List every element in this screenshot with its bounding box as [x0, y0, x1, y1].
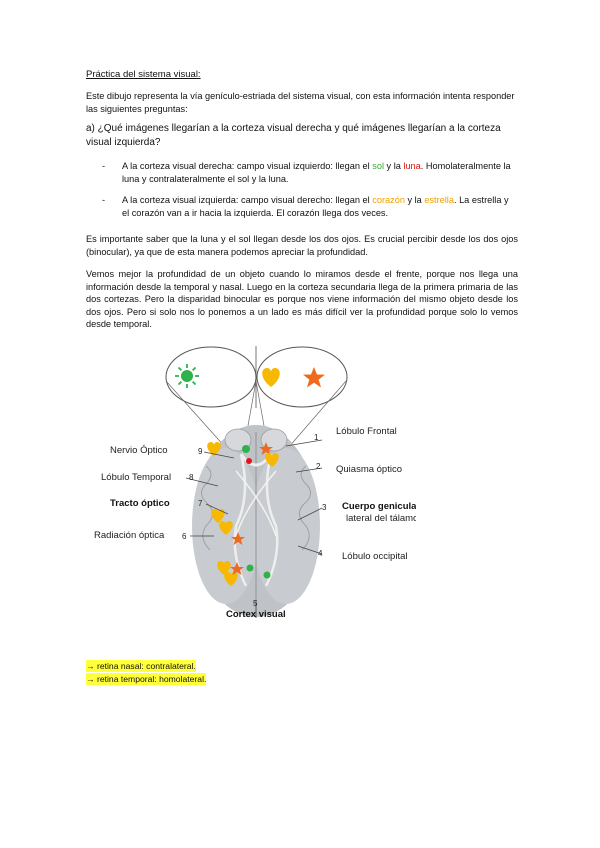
paragraph-depth: Vemos mejor la profundidad de un objeto …: [86, 268, 518, 331]
visual-pathway-figure: Nervio Óptico Lóbulo Temporal Tracto ópt…: [86, 336, 416, 626]
label-cuerpo-geniculado-2: lateral del tálamo: [346, 513, 416, 524]
moon-icon: [232, 368, 242, 388]
paragraph-binocular: Es importante saber que la luna y el sol…: [86, 233, 518, 258]
number-2: 2: [316, 462, 321, 471]
bullet-text: A la corteza visual izquierda: campo vis…: [122, 194, 512, 220]
question-a: a) ¿Qué imágenes llegarían a la corteza …: [86, 122, 518, 150]
label-cortex-visual: Cortex visual: [226, 609, 286, 620]
highlight-temporal: → retina temporal: homolateral.: [86, 673, 206, 685]
bullet-text-mid: y la: [384, 161, 403, 171]
bullet-dash: -: [102, 194, 105, 207]
word-corazon: corazón: [372, 195, 405, 205]
page-title: Práctica del sistema visual:: [86, 69, 201, 80]
label-cuerpo-geniculado-1: Cuerpo geniculado: [342, 501, 416, 512]
footnote-temporal: → retina temporal: homolateral.: [86, 669, 206, 687]
label-lobulo-frontal: Lóbulo Frontal: [336, 426, 397, 437]
word-estrella: estrella: [424, 195, 454, 205]
bullet-text-mid: y la: [405, 195, 424, 205]
star-icon: [303, 367, 325, 388]
label-tracto-optico: Tracto óptico: [110, 498, 170, 509]
label-lobulo-occipital: Lóbulo occipital: [342, 551, 408, 562]
number-8: 8: [189, 473, 194, 482]
number-7: 7: [198, 499, 203, 508]
number-9: 9: [198, 447, 203, 456]
label-lobulo-temporal: Lóbulo Temporal: [101, 472, 171, 483]
number-6: 6: [182, 532, 187, 541]
bullet-dash: -: [102, 160, 105, 173]
bullet-text-pre: A la corteza visual izquierda: campo vis…: [122, 195, 372, 205]
visual-pathway-diagram: Nervio Óptico Lóbulo Temporal Tracto ópt…: [86, 336, 416, 626]
brain-image: [192, 425, 320, 618]
number-3: 3: [322, 503, 327, 512]
label-nervio-optico: Nervio Óptico: [110, 445, 168, 456]
bullet-text-pre: A la corteza visual derecha: campo visua…: [122, 161, 372, 171]
sun-icon: [175, 364, 199, 388]
number-1: 1: [314, 433, 319, 442]
bullet-left-cortex: - A la corteza visual izquierda: campo v…: [102, 194, 512, 220]
bullet-text: A la corteza visual derecha: campo visua…: [122, 160, 512, 186]
heart-icon: [262, 368, 280, 387]
bullet-right-cortex: - A la corteza visual derecha: campo vis…: [102, 160, 512, 186]
left-visual-field: [166, 347, 256, 407]
label-radiacion-optica: Radiación óptica: [94, 530, 165, 541]
word-sol: sol: [372, 161, 384, 171]
number-5: 5: [253, 599, 258, 608]
projection-line: [166, 381, 226, 448]
intro-paragraph: Este dibujo representa la vía genículo-e…: [86, 90, 518, 116]
label-quiasma-optico: Quiasma óptico: [336, 464, 402, 475]
word-luna: luna: [403, 161, 420, 171]
number-4: 4: [318, 549, 323, 558]
